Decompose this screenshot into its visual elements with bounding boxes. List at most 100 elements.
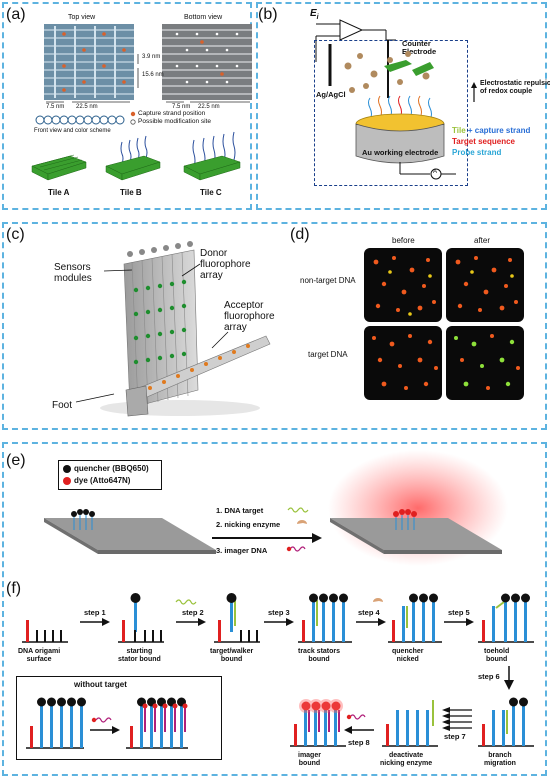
repulsion-label: Electrostatic repulsion of redox couple	[480, 80, 550, 95]
donor-label: Donor fluorophore array	[200, 248, 251, 281]
dim-ticks	[46, 101, 250, 103]
process-arrow	[212, 533, 322, 543]
state-toehold-bound	[478, 593, 534, 643]
ammeter-circuit	[399, 162, 456, 180]
ag-agcl-label: Ag/AgCl	[316, 90, 346, 99]
potentiostat-circuit	[315, 19, 396, 62]
without-before	[26, 697, 86, 749]
panel-c-label: (c)	[6, 226, 25, 243]
legend-dye: dye (Atto647N)	[74, 476, 131, 485]
without-imager-arrow	[90, 717, 120, 734]
dim-3-9: 3.9 nm	[142, 54, 161, 60]
without-target-label: without target	[74, 680, 127, 689]
donor-pointer	[181, 263, 201, 277]
step6-label: step 6	[478, 672, 500, 681]
step5-label: step 5	[448, 608, 470, 617]
step8-imager-icon	[346, 714, 366, 720]
step4-arrow	[356, 618, 386, 626]
label-s3: track stators bound	[298, 648, 341, 663]
image-nontarget-after	[446, 248, 524, 322]
nontarget-label: non-target DNA	[300, 276, 356, 285]
panel-f-label: (f)	[6, 580, 22, 597]
panel-ef	[2, 442, 547, 776]
imager-icon	[286, 546, 306, 552]
enzyme-icon	[297, 520, 307, 524]
dim-15-6: 15.6 nm	[142, 72, 164, 78]
target-label: target DNA	[308, 350, 348, 359]
step8-arrow	[344, 726, 374, 734]
step4-enzyme-icon	[373, 598, 383, 602]
image-target-after	[446, 326, 524, 400]
bottom-view-label: Bottom view	[184, 14, 223, 21]
legend-quencher-dot	[63, 465, 71, 473]
without-after	[126, 697, 188, 749]
step6-arrow	[504, 666, 514, 690]
legend-capture-text: Capture strand position	[138, 110, 206, 117]
label-s2: target/walker bound	[210, 648, 254, 663]
slab-left	[44, 509, 216, 554]
ag-agcl-electrode	[328, 44, 332, 86]
label-s5: toehold bound	[484, 648, 510, 663]
label-s6: branch migration	[484, 752, 516, 767]
step7-label: step 7	[444, 732, 466, 741]
step1-arrow	[80, 618, 110, 626]
panel-a-label: (a)	[6, 6, 26, 23]
tile-b-graphic	[105, 135, 161, 181]
dim-22-5-right: 22.5 nm	[198, 104, 220, 110]
state-track-stators	[298, 593, 352, 643]
state-target-walker	[214, 593, 260, 643]
state-branch-migration	[478, 697, 534, 747]
foot-pointer	[75, 393, 115, 403]
state-quencher-nicked	[388, 593, 442, 643]
slab-right	[328, 450, 508, 566]
state-imager-bound	[290, 699, 346, 747]
dim-7-5-right: 7.5 nm	[172, 104, 191, 110]
sensors-pointer	[103, 269, 133, 272]
top-view-grid	[44, 24, 134, 100]
legend-quencher: quencher (BBQ650)	[74, 464, 149, 473]
label-s8: imager bound	[298, 752, 321, 767]
front-view-helix	[35, 115, 125, 125]
tile-c-graphic	[183, 131, 241, 181]
tile-a-label: Tile A	[48, 188, 70, 197]
step3-arrow	[264, 618, 294, 626]
panel-b	[256, 2, 547, 210]
panel-b-label: (b)	[258, 6, 278, 23]
legend-probe: Probe strand	[452, 148, 502, 157]
image-nontarget-before	[364, 248, 442, 322]
e-step2: 2. nicking enzyme	[216, 520, 281, 529]
au-electrode-label: Au working electrode	[362, 148, 439, 157]
step5-arrow	[444, 618, 474, 626]
step2-arrow	[176, 618, 206, 626]
e-step1: 1. DNA target	[216, 506, 264, 515]
legend-mod-text: Possible modification site	[138, 118, 211, 125]
panel-d-label: (d)	[290, 226, 310, 243]
counter-electrode-label: Counter Electrode	[402, 39, 437, 56]
before-label: before	[392, 236, 415, 245]
origami-device	[100, 241, 271, 417]
acceptor-pointer	[211, 331, 229, 349]
step1-label: step 1	[84, 608, 106, 617]
label-s0: DNA origami surface	[18, 648, 61, 663]
bottom-view-grid	[162, 24, 252, 100]
legend-mod-dot	[130, 119, 136, 125]
electrostatic-arrow	[471, 82, 477, 102]
label-s7: deactivate nicking enzyme	[380, 752, 433, 767]
dim-7-5-left: 7.5 nm	[46, 104, 65, 110]
label-s4: quencher nicked	[392, 648, 424, 663]
top-view-label: Top view	[68, 14, 96, 21]
legend-tile-capture: Tile + capture strand	[452, 126, 531, 135]
panel-a	[2, 2, 252, 210]
panel-c	[2, 222, 547, 430]
au-electrode	[355, 95, 445, 164]
redox-particles	[344, 51, 434, 93]
measurement-box	[314, 40, 468, 186]
ei-label: Ei	[310, 8, 319, 21]
legend-target: Target sequence	[452, 137, 515, 146]
acceptor-label: Acceptor fluorophore array	[224, 300, 275, 333]
without-target-box	[16, 676, 222, 760]
step7-arrows	[442, 707, 472, 731]
step8-label: step 8	[348, 738, 370, 747]
image-target-before	[364, 326, 442, 400]
tile-c-label: Tile C	[200, 188, 222, 197]
